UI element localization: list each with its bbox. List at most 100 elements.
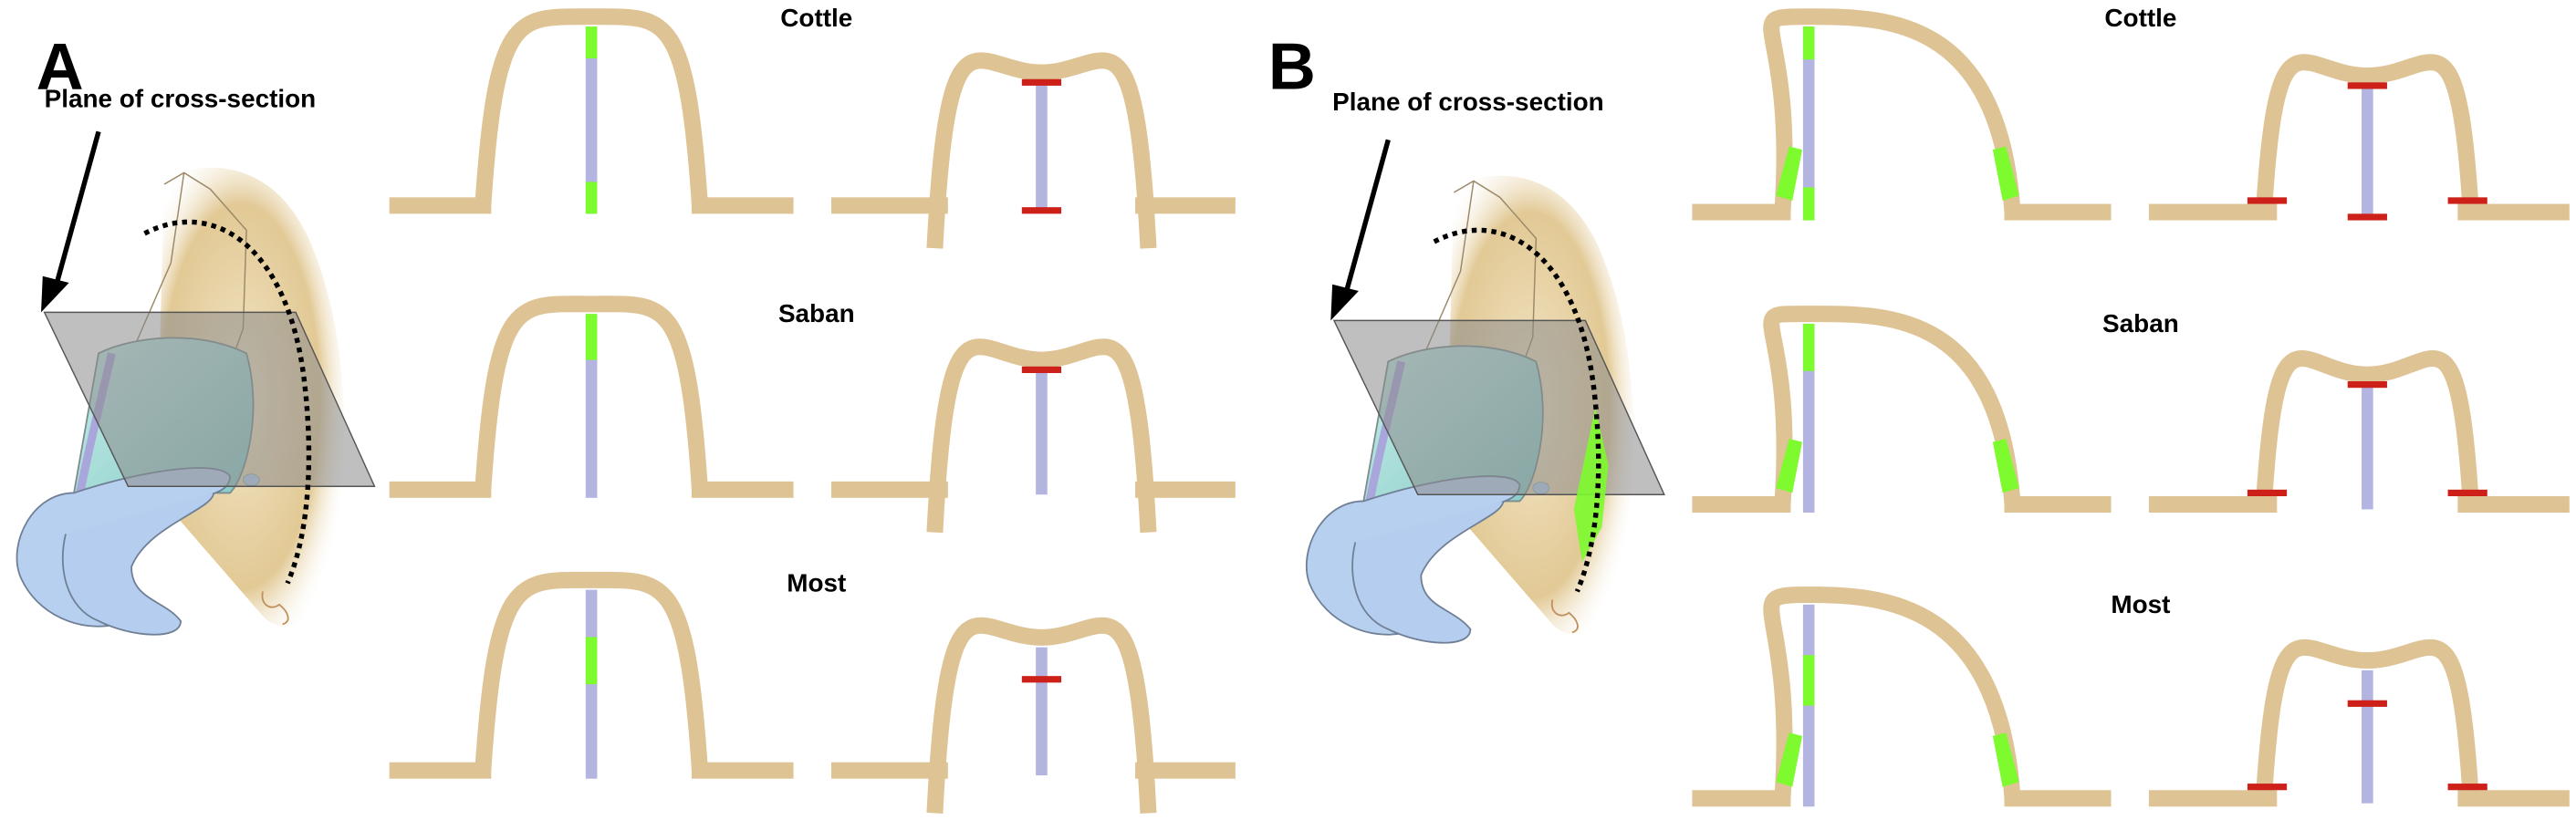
nasal-spine-curl	[261, 591, 289, 626]
preserved-lateral-right	[1992, 732, 2019, 787]
nasal-spine-curl	[1550, 599, 1579, 634]
row-label-a-most: Most	[787, 568, 846, 597]
baseline-right	[2004, 496, 2112, 514]
baseline-left	[1692, 496, 1791, 514]
dorsum-arch-lowered	[926, 338, 1157, 534]
pointer-arrowhead	[1330, 284, 1359, 321]
preserved-septum-segment	[1802, 323, 1815, 371]
section-a-cottle	[389, 8, 1236, 249]
section-b-most	[1692, 586, 2570, 807]
septal-cut-mark	[1021, 366, 1062, 373]
baseline-right	[2004, 790, 2112, 807]
section-b-cottle	[1692, 8, 2570, 221]
preserved-septum-segment	[585, 26, 598, 59]
dorsum-arch	[475, 571, 708, 772]
baseline-right	[1135, 762, 1236, 779]
baseline-left	[2148, 203, 2278, 221]
septum	[2362, 669, 2373, 804]
preserved-lateral-left	[1776, 439, 1803, 493]
baseline-right	[2457, 203, 2570, 221]
plane-label-a: Plane of cross-section	[45, 84, 317, 112]
section-b-saban	[1692, 306, 2570, 514]
preserved-septum-segment	[1802, 655, 1815, 706]
dorsum-arch	[1763, 8, 2021, 213]
baseline-right	[691, 481, 794, 498]
lower-lateral-cartilage-right	[61, 493, 214, 636]
dorsum-arch-lowered	[926, 52, 1157, 249]
lateral-cut-mark-right	[2447, 489, 2487, 497]
septum	[585, 589, 598, 779]
plane-label-b: Plane of cross-section	[1332, 88, 1604, 116]
nose-illustration-a	[16, 130, 376, 636]
baseline-right	[1135, 481, 1236, 498]
baseline-left	[389, 481, 492, 498]
dorsum-arch-lowered	[926, 617, 1157, 814]
lateral-cut-mark-right	[2447, 197, 2487, 204]
baseline-right	[2457, 496, 2570, 514]
row-label-b-most: Most	[2111, 590, 2170, 618]
dorsum-arch-lowered	[2255, 350, 2479, 505]
baseline-left	[2148, 496, 2278, 514]
lower-lateral-cartilage-right	[1351, 501, 1505, 644]
cross-section-diagrams	[389, 8, 2570, 814]
baseline-left	[830, 481, 948, 498]
row-label-b-cottle: Cottle	[2104, 4, 2176, 32]
preserved-lateral-right	[1992, 146, 2019, 201]
septal-cut-mark	[1021, 676, 1062, 683]
preserved-septum-segment	[585, 182, 598, 214]
row-label-a-cottle: Cottle	[780, 4, 852, 32]
septal-cut-mark	[2347, 380, 2387, 389]
preserved-lateral-right	[1992, 439, 2019, 493]
septal-cut-mark	[2347, 213, 2387, 221]
septum	[2362, 85, 2373, 217]
lateral-cut-mark-left	[2247, 489, 2288, 497]
dorsum-arch	[1763, 586, 2021, 799]
preserved-septum-segment	[1802, 187, 1815, 221]
septal-cut-mark	[2347, 700, 2387, 707]
septal-cut-mark	[2347, 82, 2387, 89]
baseline-right	[2457, 790, 2570, 807]
lateral-cut-mark-left	[2247, 197, 2288, 204]
septal-cut-mark	[1021, 207, 1062, 214]
baseline-left	[389, 762, 492, 779]
baseline-left	[1692, 790, 1791, 807]
baseline-right	[2004, 203, 2112, 221]
dorsum-arch-lowered	[2255, 54, 2479, 213]
dorsal-dotted-line	[143, 219, 312, 585]
baseline-left	[830, 197, 948, 214]
nose-illustration-b	[1305, 139, 1665, 644]
dorsum-arch	[475, 296, 708, 491]
preserved-septum-segment	[1802, 26, 1815, 60]
section-a-saban	[389, 296, 1236, 534]
preserved-septum-segment	[585, 637, 598, 685]
row-label-a-saban: Saban	[778, 299, 855, 327]
septum	[1036, 82, 1048, 211]
septum	[585, 26, 598, 214]
septum	[2362, 384, 2373, 510]
septum	[1802, 26, 1815, 221]
cross-section-plane	[43, 311, 376, 487]
dorsum-arch	[475, 8, 708, 206]
septum	[1036, 647, 1048, 776]
panel-letter-b: B	[1268, 31, 1316, 104]
baseline-right	[691, 197, 794, 214]
panel-letter-a: A	[37, 31, 84, 104]
dorsum-arch	[1763, 306, 2021, 505]
baseline-left	[389, 197, 492, 214]
pointer-arrow-line	[51, 130, 101, 294]
baseline-left	[1692, 203, 1791, 221]
dorsum-arch-lowered	[2255, 638, 2479, 799]
preserved-lateral-left	[1776, 732, 1803, 787]
septum	[1036, 369, 1048, 495]
cross-section-plane	[1332, 319, 1665, 495]
section-a-most	[389, 571, 1236, 814]
row-label-b-saban: Saban	[2102, 309, 2179, 337]
preserved-septum-segment	[585, 314, 598, 360]
baseline-left	[830, 762, 948, 779]
lateral-cut-mark-right	[2447, 784, 2487, 791]
pointer-arrowhead	[41, 275, 69, 313]
baseline-left	[2148, 790, 2278, 807]
baseline-right	[1135, 197, 1236, 214]
dorsal-dotted-line	[1433, 227, 1601, 593]
